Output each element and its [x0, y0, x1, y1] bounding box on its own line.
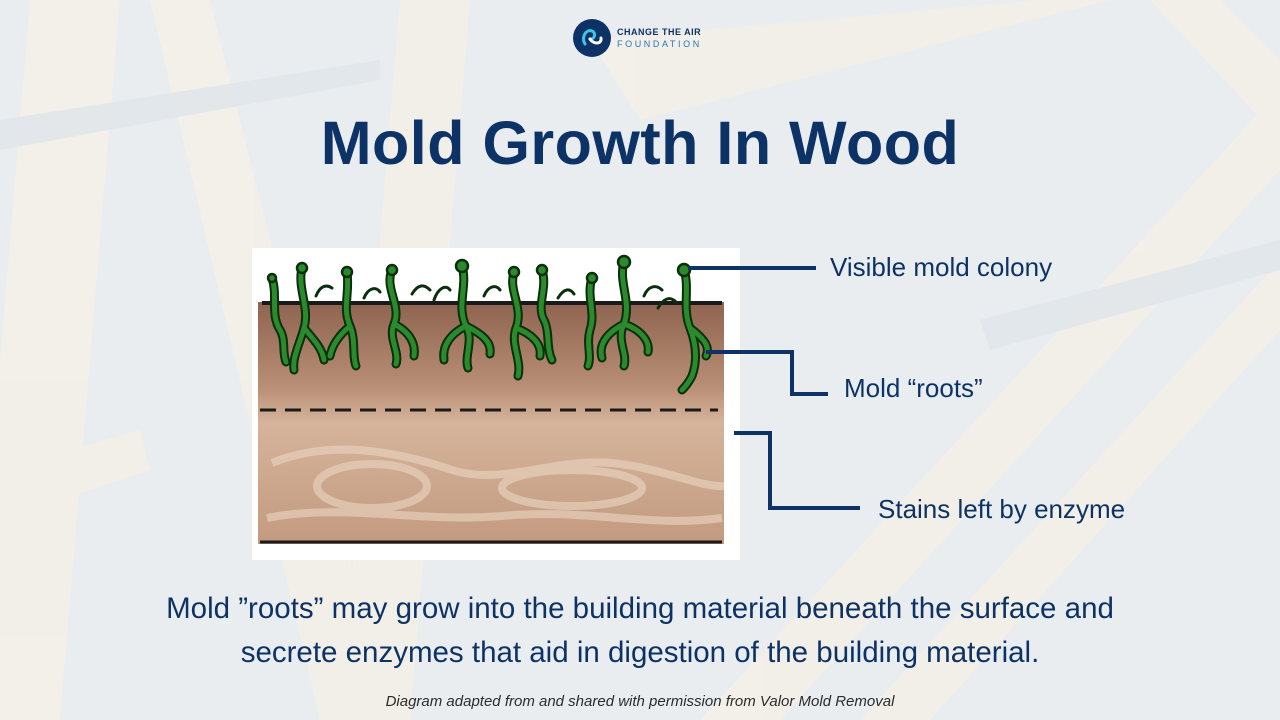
- label-mold-roots: Mold “roots”: [844, 373, 983, 403]
- page-title: Mold Growth In Wood: [320, 109, 960, 177]
- label-visible-mold-colony: Visible mold colony: [830, 252, 1053, 282]
- diagram-credit: Diagram adapted from and shared with per…: [385, 693, 895, 710]
- wood-grain: [266, 445, 725, 525]
- foundation-logo: CHANGE THE AIR FOUNDATION: [572, 18, 732, 60]
- description-text: Mold ”roots” may grow into the building …: [40, 587, 1240, 675]
- logo-text-line1: CHANGE THE AIR: [617, 27, 702, 37]
- mold-wood-diagram: [252, 248, 740, 560]
- logo-text-line2: FOUNDATION: [617, 39, 702, 49]
- label-enzyme-stains: Stains left by enzyme: [878, 494, 1126, 524]
- mold-colony: [266, 254, 712, 395]
- description-line1: Mold ”roots” may grow into the building …: [166, 592, 1114, 625]
- logo-mark-icon: [573, 19, 611, 57]
- description-line2: secrete enzymes that aid in digestion of…: [240, 636, 1040, 669]
- wood-section: [258, 302, 724, 544]
